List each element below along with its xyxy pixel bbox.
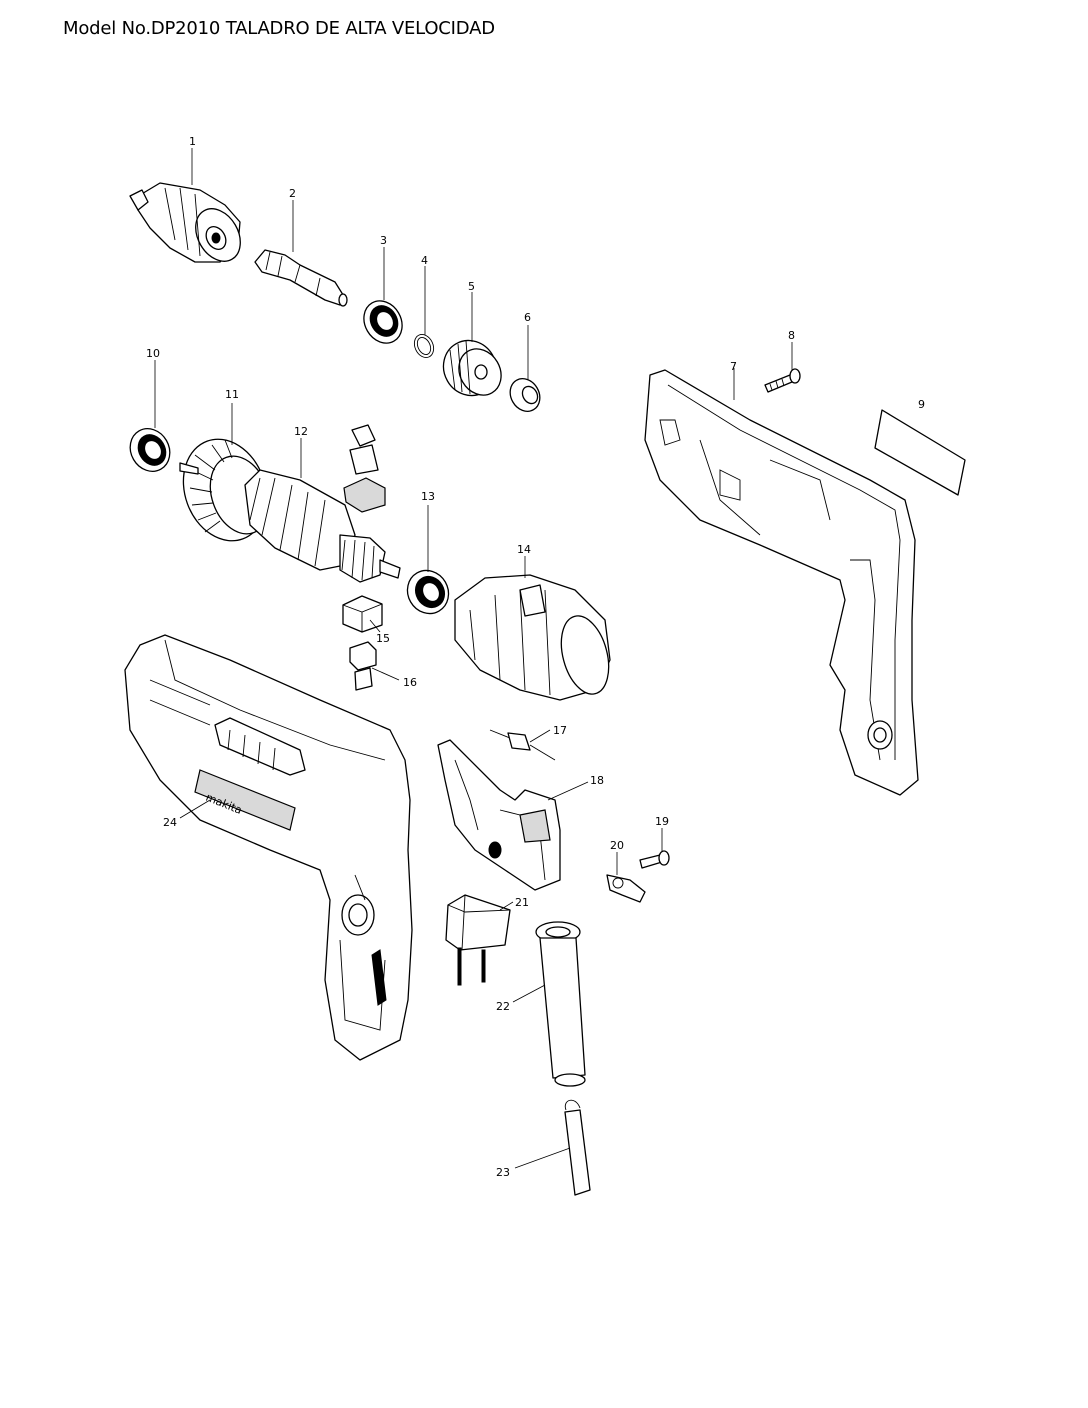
brush-holder-assembly (343, 424, 386, 513)
callout-11: 11 (225, 388, 239, 401)
callout-5: 5 (468, 280, 475, 293)
callout-22: 22 (496, 1000, 510, 1013)
part-4-retaining-ring (413, 334, 435, 358)
part-3-ball-bearing (363, 300, 403, 344)
part-23-cord (564, 1099, 591, 1196)
callout-4: 4 (421, 254, 428, 267)
part-21-capacitor (445, 894, 511, 986)
callout-6: 6 (524, 311, 531, 324)
part-number-labels: 1 2 3 4 5 6 7 8 9 10 11 12 13 14 15 16 1… (146, 135, 925, 1179)
part-14-field-coil (454, 574, 611, 701)
callout-17: 17 (553, 724, 567, 737)
callout-16: 16 (403, 676, 417, 689)
part-16-carbon-brush (349, 641, 377, 691)
part-20-strain-relief (606, 874, 646, 903)
part-9-name-plate (874, 409, 966, 496)
callout-7: 7 (730, 360, 737, 373)
callout-1: 1 (189, 135, 196, 148)
callout-9: 9 (918, 398, 925, 411)
part-1-drill-chuck (129, 182, 241, 263)
callout-20: 20 (610, 839, 624, 852)
callout-15: 15 (376, 632, 390, 645)
callout-8: 8 (788, 329, 795, 342)
callout-24: 24 (163, 816, 177, 829)
part-5-gear (442, 339, 502, 397)
leader-lines (154, 148, 793, 1169)
part-8-tapping-screw (764, 368, 801, 393)
part-18-switch (437, 739, 561, 891)
page-title: Model No.DP2010 TALADRO DE ALTA VELOCIDA… (63, 18, 495, 39)
part-22-cord-guard (535, 921, 586, 1087)
callout-14: 14 (517, 543, 531, 556)
part-17-noise-suppressor (489, 729, 556, 761)
part-15-brush-holder (342, 595, 383, 633)
callout-18: 18 (590, 774, 604, 787)
part-7-housing-half (644, 369, 919, 796)
callout-23: 23 (496, 1166, 510, 1179)
part-13-ball-bearing (406, 569, 450, 615)
part-24-housing-set: makita (124, 634, 413, 1061)
part-10-ball-bearing (129, 428, 171, 472)
part-6-needle-bearing (509, 378, 541, 412)
part-2-spindle (254, 249, 348, 307)
part-12-armature (244, 469, 401, 583)
part-19-screw (639, 850, 670, 869)
callout-3: 3 (380, 234, 387, 247)
callout-12: 12 (294, 425, 308, 438)
callout-2: 2 (289, 187, 296, 200)
callout-21: 21 (515, 896, 529, 909)
callout-10: 10 (146, 347, 160, 360)
callout-19: 19 (655, 815, 669, 828)
callout-13: 13 (421, 490, 435, 503)
